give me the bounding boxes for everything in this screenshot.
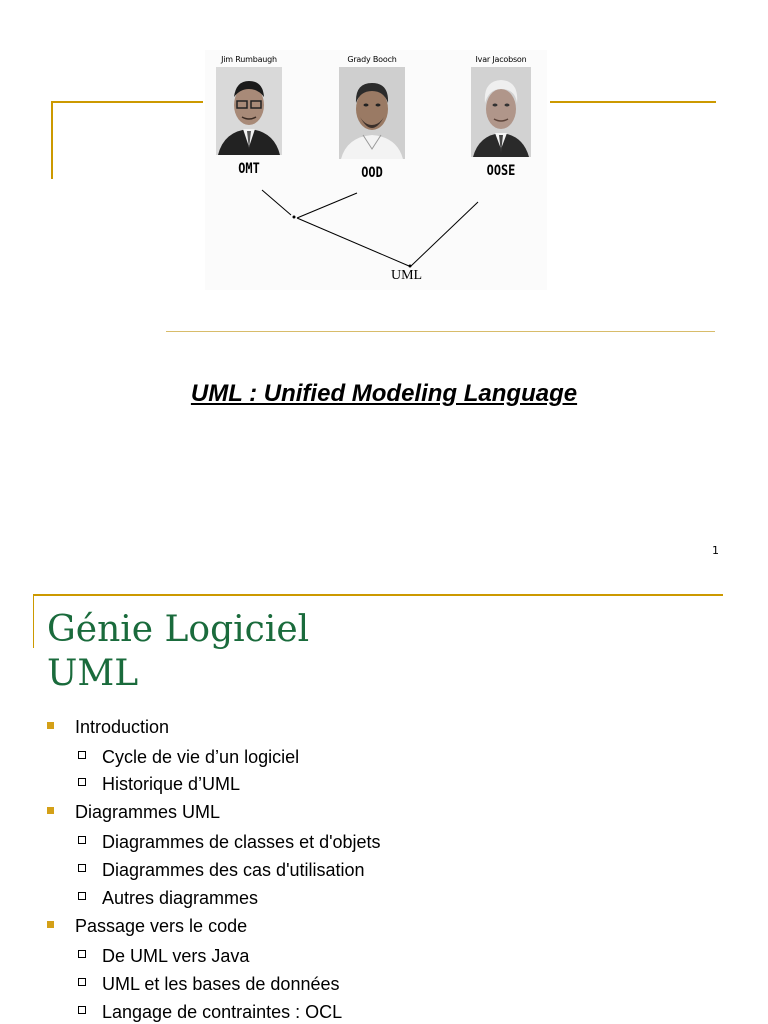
hollow-square-bullet-icon: [78, 1006, 86, 1014]
person-rumbaugh: Jim Rumbaugh OMT: [193, 55, 305, 177]
title-line-1: Génie Logiciel: [47, 609, 310, 650]
hollow-square-bullet-icon: [78, 892, 86, 900]
uml-result-label: UML: [391, 268, 423, 283]
hollow-square-bullet-icon: [78, 778, 86, 786]
square-bullet-icon: [47, 807, 54, 814]
merge-arrows: [261, 189, 479, 268]
hollow-square-bullet-icon: [78, 978, 86, 986]
square-bullet-icon: [47, 921, 54, 928]
person-name: Grady Booch: [347, 55, 397, 64]
slide-title: UML : Unified Modeling Language: [190, 380, 578, 407]
hollow-square-bullet-icon: [78, 836, 86, 844]
hollow-square-bullet-icon: [78, 864, 86, 872]
person-name: Jim Rumbaugh: [221, 55, 277, 64]
hollow-square-bullet-icon: [78, 950, 86, 958]
corner-line-left-horizontal: [51, 101, 203, 103]
method-label: OOSE: [486, 163, 516, 179]
hollow-square-bullet-icon: [78, 751, 86, 759]
person-jacobson: Ivar Jacobson OOSE: [445, 55, 557, 179]
corner-line-left-vertical: [51, 101, 53, 179]
jacobson-photo: [471, 67, 531, 157]
title-line-2: UML: [47, 653, 139, 694]
top-line: [33, 594, 723, 596]
slide-title: Génie Logiciel UML: [47, 608, 309, 696]
slide-2: Génie Logiciel UML Introduction Cycle de…: [0, 580, 768, 1024]
method-label: OMT: [238, 161, 260, 177]
page-number: 1: [712, 544, 719, 557]
rumbaugh-photo: [216, 67, 282, 155]
corner-line-right-horizontal: [550, 101, 716, 103]
divider-line: [166, 331, 715, 332]
uml-origins-figure: Jim Rumbaugh OMT Grady Booch: [205, 50, 547, 290]
square-bullet-icon: [47, 722, 54, 729]
slide-1: Jim Rumbaugh OMT Grady Booch: [51, 50, 719, 557]
method-label: OOD: [361, 165, 383, 181]
left-vertical-line: [33, 594, 34, 648]
booch-photo: [339, 67, 405, 159]
person-name: Ivar Jacobson: [475, 55, 527, 64]
person-booch: Grady Booch OOD: [316, 55, 428, 181]
